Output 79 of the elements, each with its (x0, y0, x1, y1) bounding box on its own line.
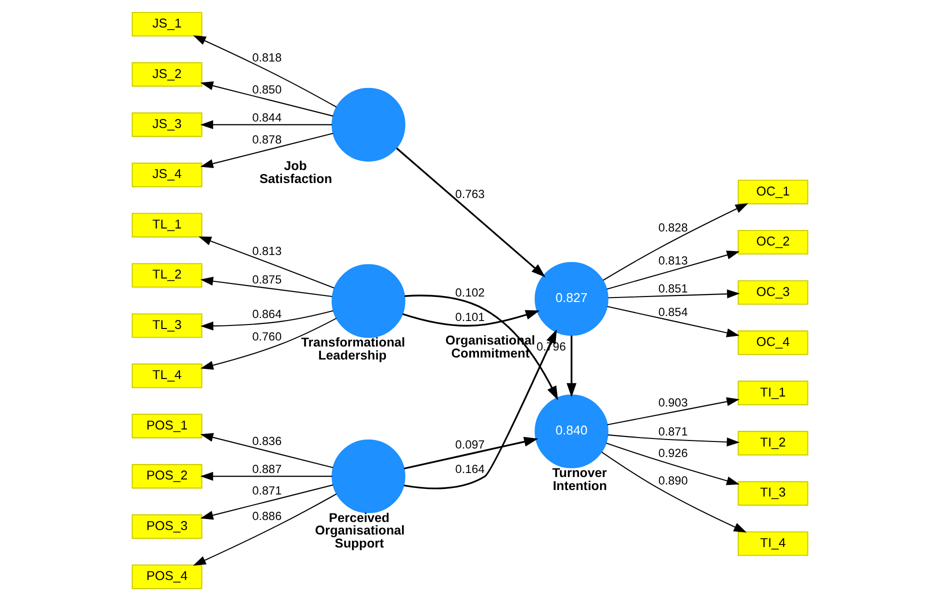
node-box: TI_2 (738, 430, 808, 456)
edge-label: 0.887 (252, 462, 282, 476)
edge-label: 0.890 (658, 474, 688, 488)
arrow (200, 310, 334, 330)
node-box: POS_3 (132, 514, 202, 539)
edge-label: 0.813 (252, 244, 282, 258)
node-box: POS_1 (132, 414, 202, 438)
arrow (606, 250, 740, 290)
arrow (608, 434, 740, 446)
edge-label: 0.828 (658, 221, 688, 234)
node-box: TL_2 (132, 263, 202, 288)
node-label: Job Satisfaction (259, 158, 332, 186)
edge-label: 0.818 (252, 51, 282, 64)
edge-label: 0.836 (252, 435, 282, 448)
node-circle: 0.840 (534, 394, 608, 468)
node-box: OC_3 (738, 280, 808, 305)
node-box: POS_2 (132, 464, 202, 489)
edge-label: 0.813 (658, 254, 688, 268)
edge-label: 0.854 (658, 306, 688, 319)
arrow (606, 442, 740, 486)
arrow (601, 452, 747, 532)
arrow (198, 236, 334, 289)
arrow (200, 132, 334, 168)
node-box: JS_4 (132, 162, 202, 188)
node-circle (332, 264, 406, 338)
arrow (608, 289, 740, 298)
node-box: OC_4 (738, 330, 808, 355)
node-circle (332, 88, 406, 162)
node-box: TL_4 (132, 364, 202, 388)
arrow (602, 203, 748, 281)
edge-label: 0.844 (252, 111, 282, 124)
node-box: TI_3 (738, 481, 808, 506)
arrow (404, 436, 538, 470)
edge-label: 0.164 (455, 462, 485, 476)
arrow (607, 306, 740, 338)
arrow (607, 397, 740, 426)
node-circle (332, 439, 406, 514)
arrow (404, 294, 558, 400)
arrow (200, 432, 334, 468)
edge-label: 0.851 (658, 282, 688, 296)
node-box: JS_3 (132, 112, 202, 137)
edge-label: 0.875 (252, 274, 282, 287)
node-label: Transformational Leadership (301, 334, 406, 362)
arrow (402, 310, 540, 327)
edge-label: 0.926 (658, 446, 688, 460)
edge-label: 0.763 (455, 188, 485, 202)
edge-label: 0.864 (252, 308, 282, 321)
arrow (200, 318, 337, 370)
node-box: POS_4 (132, 564, 202, 590)
arrow (396, 148, 546, 278)
edge-label: 0.097 (455, 438, 485, 452)
arrow (200, 472, 332, 481)
node-box: TL_1 (132, 212, 202, 238)
edge-label: 0.871 (658, 425, 688, 438)
arrow (200, 276, 332, 298)
arrow (566, 336, 576, 398)
arrow (193, 494, 337, 566)
arrow (193, 35, 337, 108)
edge-label: 0.886 (252, 510, 282, 523)
node-box: TI_1 (738, 380, 808, 406)
arrow (200, 81, 334, 117)
node-box: JS_2 (132, 62, 202, 87)
node-box: JS_1 (132, 12, 202, 37)
arrow (404, 329, 557, 490)
arrow (200, 120, 332, 130)
node-label: Perceived Organisational Support (315, 510, 405, 550)
node-circle: 0.827 (534, 262, 608, 336)
edge-label: 0.903 (658, 396, 688, 410)
edge-label: 0.101 (455, 311, 485, 324)
node-box: OC_2 (738, 230, 808, 255)
node-box: TL_3 (132, 313, 202, 338)
node-box: TI_4 (738, 531, 808, 556)
edge-label: 0.871 (252, 484, 282, 498)
edge-label: 0.850 (252, 83, 282, 96)
edge-label: 0.102 (455, 286, 485, 300)
edge-label: 0.760 (252, 330, 282, 344)
node-box: OC_1 (738, 180, 808, 204)
arrow (200, 484, 334, 520)
edge-label: 0.878 (252, 134, 282, 147)
